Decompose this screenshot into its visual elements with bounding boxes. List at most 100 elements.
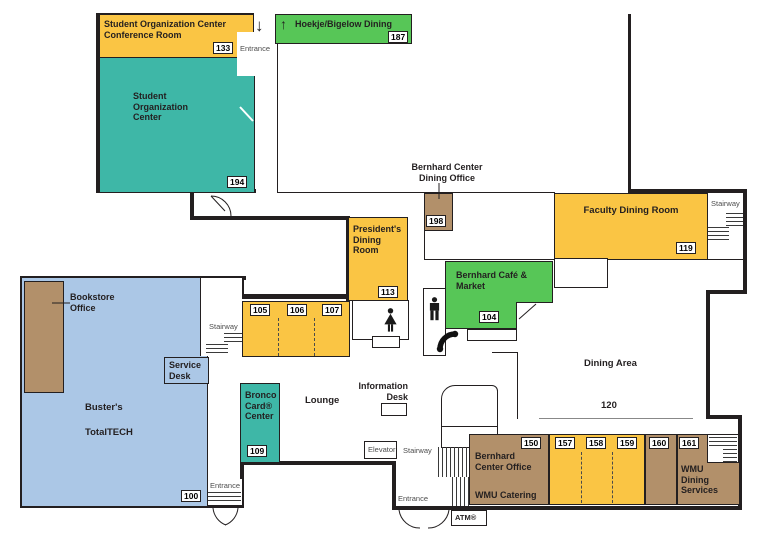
room-bookstore-office [24,281,64,393]
cafe-join [446,301,516,304]
information-desk [381,403,407,416]
stairs-hatch [708,227,729,241]
door-arc [212,507,227,526]
room-number-109: 109 [247,445,268,457]
wall [706,290,710,419]
interior-line [277,192,555,193]
busters-label: Buster's [85,402,123,413]
stairs-hatch [206,344,228,356]
bc-office-label: Bernhard Center Office [475,451,532,472]
room-divider [612,452,613,503]
room-number-133: 133 [213,42,234,54]
atm-label: ATM® [455,513,477,522]
restroom-women [352,300,409,340]
wall [96,13,100,193]
stairs-hatch [723,449,737,462]
wall [628,14,631,192]
door-arc [224,507,239,526]
room-number-113: 113 [378,286,398,298]
entrance-label: Entrance [240,44,271,53]
stairway-label: Stairway [403,446,432,455]
wall [190,216,350,220]
room-number-161: 161 [679,437,700,449]
interior-line [517,352,518,419]
elevator-label: Elevator [368,445,396,454]
wall [240,294,352,299]
dining-area-number: 120 [601,400,617,411]
room-number-106: 106 [287,304,308,316]
dining-area-underline [539,418,693,419]
entrance-notch-top [237,32,264,76]
wall [240,276,244,299]
wall [743,189,747,294]
room-soc [99,57,255,192]
room-number-157: 157 [555,437,576,449]
stairway-label: Stairway [711,199,740,208]
entrance-steps-hatch [208,492,241,504]
hoekje-label: Hoekje/Bigelow Dining [295,19,393,29]
counter [372,336,400,348]
room-divider [278,318,279,356]
soc-conference-label: Student Organization Center Conference R… [104,19,227,40]
lounge-label: Lounge [305,395,340,406]
room-number-105: 105 [250,304,271,316]
presidents-dining-label: President's Dining Room [353,224,402,255]
service-desk-label: Service Desk [169,360,202,381]
door-arc [398,509,421,529]
wall [392,461,396,510]
interior-line [424,259,555,260]
room-bernhard-cafe [445,261,553,303]
wall [706,415,742,419]
door-leaf [210,195,226,212]
stairs-hatch [709,437,737,449]
stairs-hatch [224,333,243,345]
serving-counter [441,385,498,427]
bronco-card-label: Bronco Card® Center [245,390,277,421]
entrance-label: Entrance [398,494,429,503]
hoekje-up-arrow-icon: ↑ [280,16,287,32]
room-number-107: 107 [322,304,343,316]
wmu-catering-label: WMU Catering [475,490,537,500]
bernhard-cafe-label: Bernhard Café & Market [456,270,528,291]
wall [20,504,244,508]
room-number-198: 198 [426,215,447,227]
room-service-desk [164,357,209,384]
stairs-hatch [726,213,743,226]
room-number-187: 187 [388,31,409,43]
room-number-158: 158 [586,437,607,449]
faculty-dining-label: Faculty Dining Room [583,205,679,216]
room-number-194: 194 [227,176,248,188]
room-number-150: 150 [521,437,542,449]
room-unlabeled [554,258,608,288]
entrance-down-arrow-icon: ↓ [255,16,264,35]
bookstore-office-label: Bookstore Office [70,292,115,313]
dining-office-label: Bernhard Center Dining Office [411,162,483,183]
wall [392,506,742,510]
interior-line [492,352,518,353]
door-leaf [518,303,537,320]
counter [467,329,517,341]
room-number-119: 119 [676,242,696,254]
stairs-hatch [452,477,469,506]
room-divider [314,318,315,356]
room-number-159: 159 [617,437,638,449]
wall [190,192,194,220]
wall [628,189,747,193]
entrance-label: Entrance [210,481,241,490]
interior-line [277,43,278,193]
atm [451,510,487,526]
room-bronco-card-center [240,383,280,463]
door-arc [210,195,232,217]
interior-line [708,259,743,260]
dining-area-label: Dining Area [584,358,637,369]
wall [706,290,747,294]
elevator [364,441,397,459]
stairway-label: Stairway [209,322,238,331]
wall [240,461,244,508]
wall [240,461,396,465]
restroom-men [423,288,446,356]
room-divider [581,452,582,503]
door-arc [427,509,450,529]
wmu-dining-services-label: WMU Dining Services [681,464,719,495]
